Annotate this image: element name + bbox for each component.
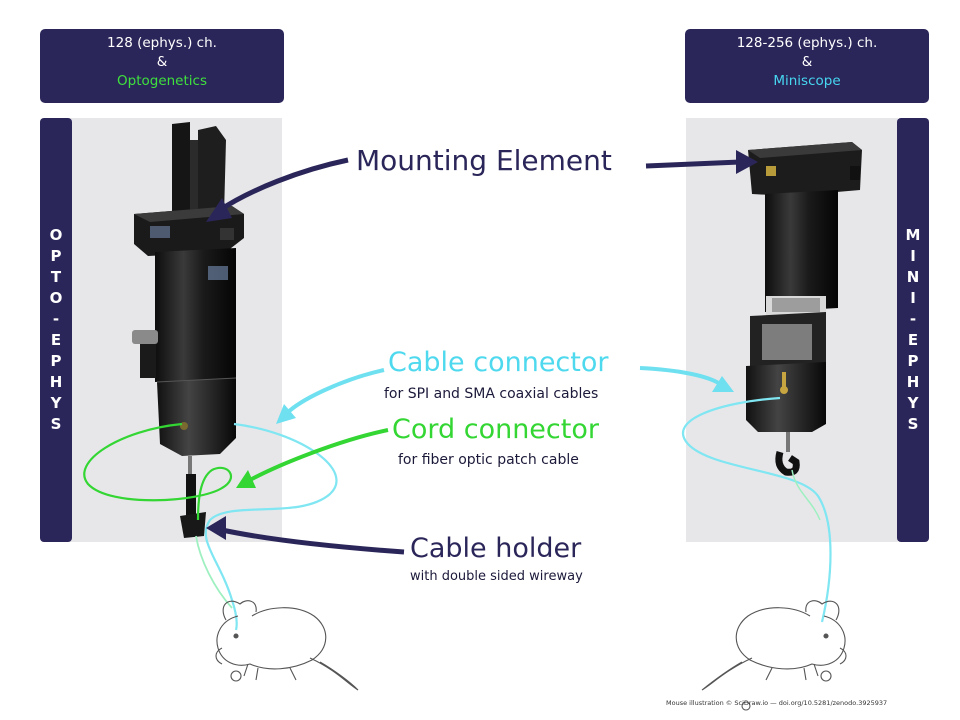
side-letter: E — [50, 331, 62, 349]
cord-connector-label: Cord connector — [392, 414, 599, 445]
cable-connector-sublabel: for SPI and SMA coaxial cables — [384, 386, 599, 402]
side-letter: I — [910, 289, 916, 307]
cord-connector-sublabel: for fiber optic patch cable — [398, 452, 579, 468]
side-letter: S — [907, 415, 919, 433]
cable-holder-label: Cable holder — [410, 533, 582, 564]
left-header-channels: 128 (ephys.) ch. — [107, 35, 217, 51]
left-header-optogenetics: Optogenetics — [117, 73, 207, 89]
mounting-arrow-right — [645, 150, 758, 174]
left-header-box: 128 (ephys.) ch. & Optogenetics — [40, 29, 284, 103]
side-letter: H — [906, 373, 920, 391]
left-header-ampersand: & — [156, 54, 168, 70]
right-header-channels: 128-256 (ephys.) ch. — [736, 35, 878, 51]
right-header-ampersand: & — [801, 54, 813, 70]
side-letter: H — [49, 373, 63, 391]
side-letter: - — [909, 310, 917, 328]
side-letter: P — [50, 352, 62, 370]
side-letter: T — [50, 268, 62, 286]
side-letter: P — [907, 352, 919, 370]
side-letter: M — [905, 226, 921, 244]
cable-holder-sublabel: with double sided wireway — [410, 569, 583, 584]
side-letter: E — [907, 331, 919, 349]
side-letter: P — [50, 247, 62, 265]
mini-ephys-device — [746, 142, 862, 476]
mounting-arrow-left — [206, 157, 349, 222]
right-mouse-illustration — [701, 600, 847, 711]
cable-holder-arrow — [206, 516, 405, 555]
right-header-box: 128-256 (ephys.) ch. & Miniscope — [685, 29, 929, 103]
side-letter: O — [49, 226, 63, 244]
cable-connector-arrow-right — [639, 366, 734, 392]
cord-connector-arrow — [236, 428, 389, 488]
side-letter: S — [50, 415, 62, 433]
right-header-miniscope: Miniscope — [773, 73, 841, 89]
side-letter: N — [906, 268, 920, 286]
right-cables — [681, 396, 832, 623]
side-letter: Y — [50, 394, 62, 412]
opto-ephys-side-label: O P T O - E P H Y S — [40, 118, 72, 542]
mounting-element-label: Mounting Element — [356, 144, 612, 177]
side-letter: O — [49, 289, 63, 307]
opto-ephys-device — [132, 122, 244, 538]
side-letter: I — [910, 247, 916, 265]
left-mouse-illustration — [215, 600, 359, 691]
illustration-credit: Mouse illustration © SciDraw.io — doi.or… — [666, 699, 888, 707]
cable-connector-label: Cable connector — [388, 347, 609, 378]
mini-ephys-side-label: M I N I - E P H Y S — [897, 118, 929, 542]
side-letter: Y — [907, 394, 919, 412]
side-letter: - — [52, 310, 60, 328]
cable-connector-arrow-left — [276, 368, 385, 424]
